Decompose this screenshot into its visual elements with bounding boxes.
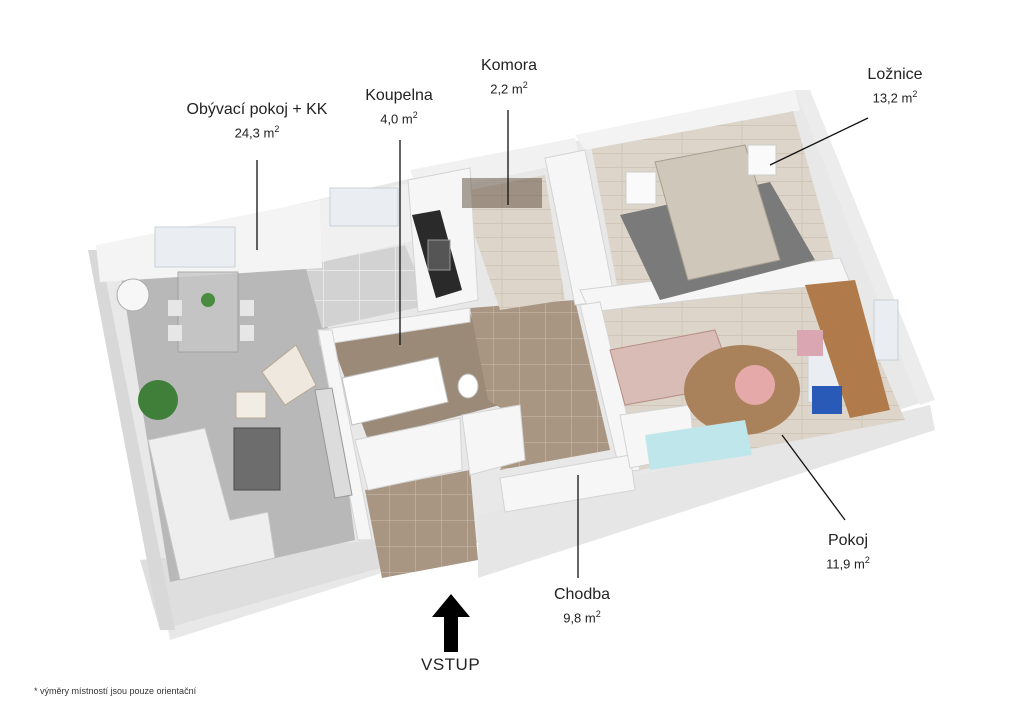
ottoman <box>235 391 267 419</box>
pantry-floor <box>460 175 565 310</box>
bathtub <box>341 356 449 426</box>
pink-chair-icon <box>797 330 823 356</box>
sofa <box>147 427 276 581</box>
double-bed <box>654 144 781 281</box>
footnote: * výměry místností jsou pouze orientační <box>34 686 197 696</box>
dining-table <box>168 271 254 353</box>
label-chodba: Chodba 9,8 m2 <box>553 586 611 626</box>
plant-icon <box>138 380 178 420</box>
floor-lamp-icon <box>116 278 150 312</box>
front-wall-right <box>478 405 935 578</box>
kitchen-floor <box>305 245 430 328</box>
toilet-icon <box>457 373 479 399</box>
hallway-floor <box>470 300 610 470</box>
flower-rug-icon <box>735 365 775 405</box>
armchair <box>261 344 317 406</box>
nightstand-left <box>625 171 657 205</box>
coffee-table <box>233 427 281 491</box>
nightstand-right <box>747 144 777 176</box>
label-obyvaci: Obývací pokoj + KK 24,3 m2 <box>186 101 328 141</box>
leader-lines <box>256 110 869 578</box>
right-wall <box>795 90 935 405</box>
stove-icon <box>427 239 451 271</box>
label-pokoj: Pokoj 11,9 m2 <box>826 532 870 572</box>
left-wall-face <box>88 250 175 630</box>
plant-icon-small <box>201 293 215 307</box>
bench <box>645 420 752 470</box>
label-koupelna: Koupelna 4,0 m2 <box>365 87 433 127</box>
back-wall-right <box>575 90 800 150</box>
label-loznice: Ložnice 13,2 m2 <box>867 66 923 106</box>
office-chair-icon <box>812 386 842 414</box>
entrance-label: VSTUP <box>421 655 481 674</box>
pantry-rack <box>462 178 542 208</box>
tv-unit <box>314 387 353 499</box>
entry-floor <box>365 470 478 578</box>
desk <box>805 280 890 418</box>
entrance-arrow-icon <box>432 594 470 652</box>
label-komora: Komora 2,2 m2 <box>480 57 538 97</box>
